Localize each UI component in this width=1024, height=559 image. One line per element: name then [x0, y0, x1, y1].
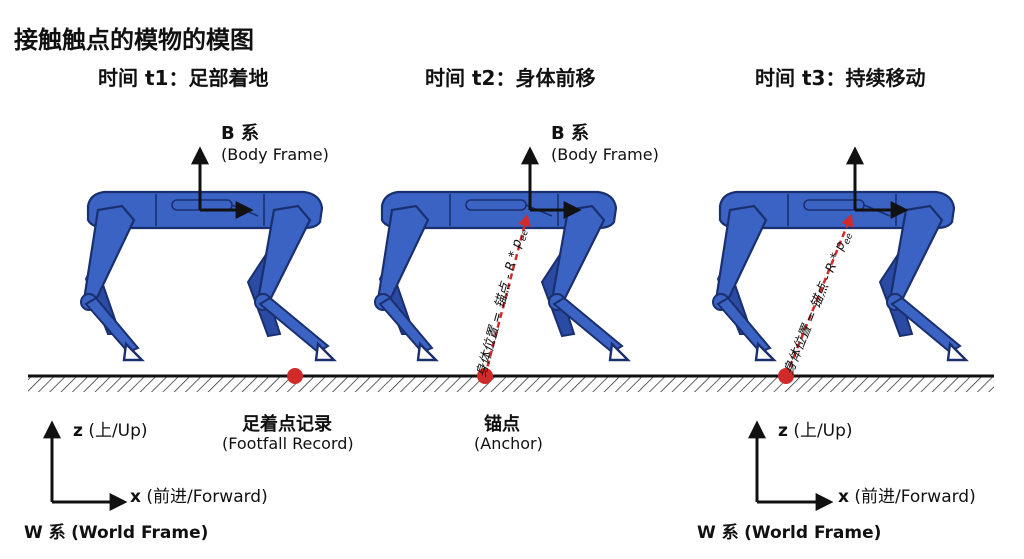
body-frame-title-t2: B 系 [551, 123, 589, 144]
anchor-subtitle: (Anchor) [474, 434, 543, 453]
world-axes-right [748, 420, 834, 511]
body-frame-subtitle-t2: (Body Frame) [551, 145, 659, 164]
phase-title-t2: 时间 t2：身体前移 [425, 66, 596, 90]
robot-t3 [711, 190, 968, 362]
ground-hatch [28, 376, 994, 392]
anchor-point-t3 [778, 368, 794, 384]
body-frame-subtitle-t1: (Body Frame) [221, 145, 329, 164]
body-frame-axes-t1 [191, 146, 254, 219]
anchor-vector-t3 [784, 213, 854, 377]
robot-t1 [79, 190, 336, 362]
body-frame-axes-t2 [521, 146, 582, 219]
anchor-point-t2 [477, 368, 493, 384]
world-frame-label-right: W 系 (World Frame) [697, 523, 882, 543]
world-axes-left [43, 420, 128, 511]
world-z-label-right: z (上/Up) [778, 421, 853, 441]
world-x-label-left: x (前进/Forward) [130, 487, 268, 507]
anchor-vector-t2 [483, 213, 531, 377]
footfall-title: 足着点记录 [242, 414, 332, 435]
world-frame-label-left: W 系 (World Frame) [24, 523, 209, 543]
phase-title-t1: 时间 t1：足部着地 [98, 66, 269, 90]
footfall-point [287, 368, 303, 384]
figure-title: 接触触点的模物的模图 [14, 26, 254, 54]
footfall-subtitle: (Footfall Record) [222, 434, 354, 453]
body-frame-title-t1: B 系 [221, 123, 259, 144]
body-frame-axes-t3 [846, 146, 909, 219]
phase-title-t3: 时间 t3：持续移动 [755, 66, 926, 90]
anchor-title: 锚点 [484, 414, 520, 435]
world-z-label-left: z (上/Up) [73, 421, 148, 441]
world-x-label-right: x (前进/Forward) [838, 487, 976, 507]
